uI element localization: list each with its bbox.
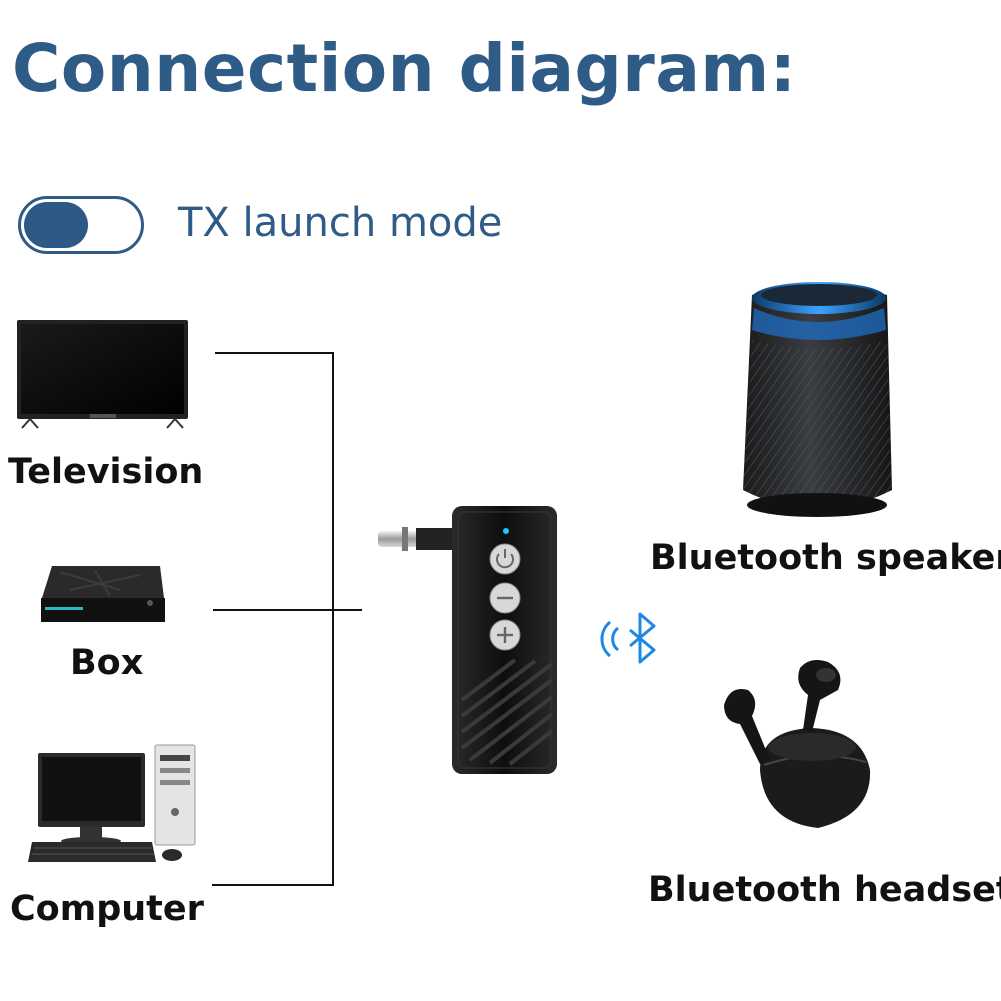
earbuds-icon [724,660,871,828]
television-icon [17,320,188,429]
minus-icon [489,582,521,614]
set-top-box-icon [41,566,165,622]
mode-label: TX launch mode [178,200,503,246]
desktop-computer-icon [28,744,196,862]
label-bluetooth-speaker: Bluetooth speaker [650,538,1001,578]
label-television: Television [8,452,204,492]
bluetooth-transmitter-icon [378,506,557,774]
label-box: Box [70,643,144,683]
toggle-knob [24,202,88,248]
plus-icon [489,619,521,651]
tx-mode-toggle[interactable] [18,196,144,254]
label-computer: Computer [10,889,204,929]
label-bluetooth-headset: Bluetooth headset [648,870,1001,910]
page-title: Connection diagram: [12,30,797,107]
bluetooth-icon [600,612,656,664]
power-icon [489,543,521,575]
speaker-icon [743,282,892,517]
connection-lines [212,352,362,886]
